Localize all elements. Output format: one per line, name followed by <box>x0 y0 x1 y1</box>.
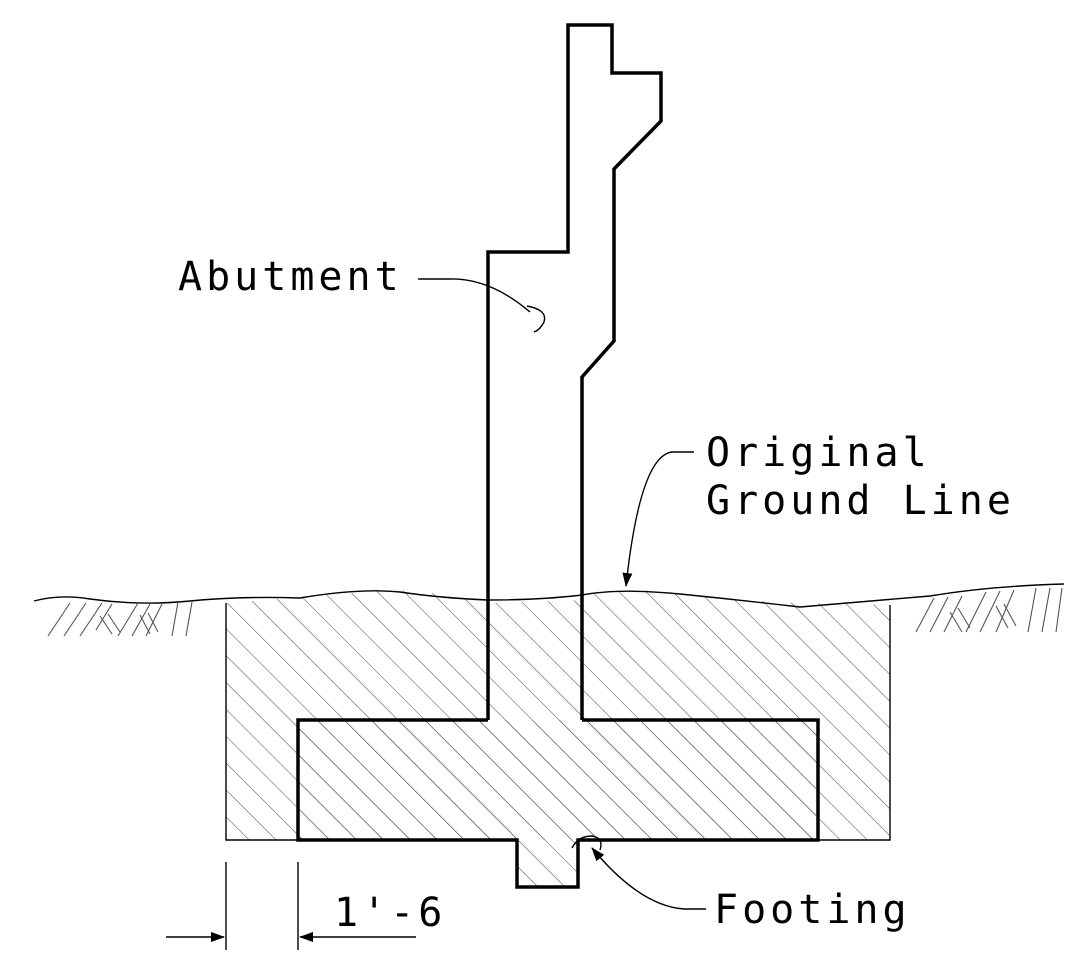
excavation-limit-outline <box>225 603 891 841</box>
footing-label: Footing <box>714 887 911 933</box>
dimension-1ft-6in <box>166 862 416 950</box>
ground-line-leader <box>622 451 694 587</box>
abutment-leader <box>418 278 531 313</box>
original-ground-label-line2: Ground Line <box>706 478 1015 524</box>
footing <box>298 720 818 887</box>
earth-symbol-left <box>47 601 193 637</box>
footing-outline <box>296 718 820 889</box>
original-ground-line <box>33 583 1065 608</box>
abutment-label: Abutment <box>178 254 403 300</box>
earth-symbol-right <box>915 587 1063 633</box>
abutment-outline <box>486 23 663 720</box>
footing-leader-tick <box>571 835 602 851</box>
abutment-stem <box>488 25 661 603</box>
original-ground-label-line1: Original <box>706 430 931 476</box>
dimension-label: 1'-6 <box>334 890 446 936</box>
abutment-leader-tick <box>526 305 546 333</box>
footing-leader <box>591 847 706 910</box>
